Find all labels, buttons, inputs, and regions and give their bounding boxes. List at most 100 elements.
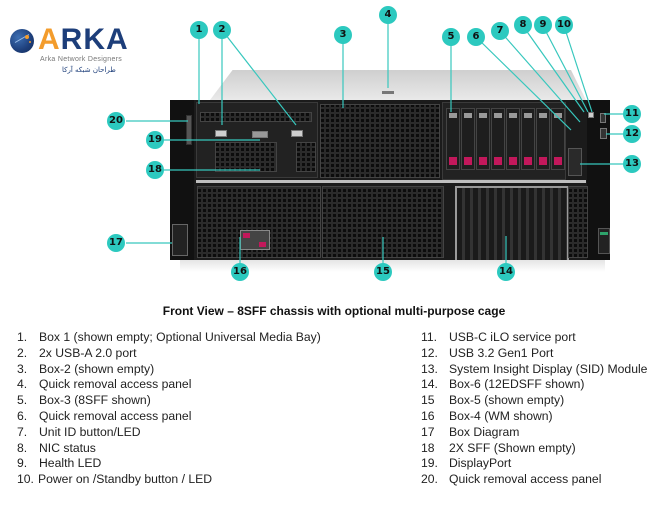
legend-item: 16 Box-4 (WM shown) [421,409,647,425]
legend-item: 1.Box 1 (shown empty; Optional Universal… [17,330,321,346]
box-1-vent [200,112,312,122]
callout-10: 10 [555,16,573,34]
legend-text: Unit ID button/LED [39,424,141,439]
legend-item: 15 Box-5 (shown empty) [421,393,647,409]
unit-id-button [588,112,594,118]
right-vent [568,186,588,258]
callout-9: 9 [534,16,552,34]
legend-number: 3. [17,361,28,376]
arka-logo: ARKA Arka Network Designers طراحان شبکه … [10,24,135,76]
usb-a-port [291,130,303,137]
legend-item: 20.Quick removal access panel [421,472,647,488]
sff-drive [506,108,520,170]
legend-list-right: 11. USB-C iLO service port 12. USB 3.2 Gen… [421,330,647,488]
legend-text: Box Diagram [449,424,520,439]
callout-20: 20 [107,112,125,130]
legend-number: 16 [421,408,435,423]
server-front-view: 1 2 3 4 5 6 7 8 9 10 11 12 13 14 15 16 1… [107,6,641,281]
callout-17: 17 [107,234,125,252]
legend-text: Box-3 (8SFF shown) [39,393,151,408]
callout-6: 6 [467,28,485,46]
legend-item: 6.Quick removal access panel [17,409,321,425]
legend-item: 18 2X SFF (Shown empty) [421,441,647,457]
legend-item: 13.System Insight Display (SID) Module [421,362,647,378]
side-vent [296,142,316,172]
legend-number: 17 [421,424,435,439]
leader-10 [563,25,593,113]
sff-bay-vent [215,142,277,172]
box-diagram-tag [172,224,188,256]
legend-text: Quick removal access panel [39,408,192,423]
legend-number: 18 [421,440,435,455]
sff-drive [536,108,550,170]
legend-text: System Insight Display (SID) Module [449,361,648,376]
sid-module [568,148,582,176]
sff-drive [491,108,505,170]
callout-4: 4 [379,6,397,24]
callout-5: 5 [442,28,460,46]
legend-number: 11. [421,330,438,344]
callout-1: 1 [190,21,208,39]
callout-13: 13 [623,155,641,173]
leader-2b [221,29,297,126]
globe-icon [10,29,34,53]
legend-text: Power on /Standby button / LED [37,472,213,487]
figure-caption: Front View – 8SFF chassis with optional … [162,304,506,318]
legend-item: 5.Box-3 (8SFF shown) [17,393,321,409]
leader-7 [499,30,581,123]
legend-text: 2X SFF (Shown empty) [449,440,576,455]
legend-item: 11. USB-C iLO service port [421,330,647,346]
quick-release-handle [186,115,192,145]
leader-8 [522,25,585,113]
legend-text: DisplayPort [449,456,512,471]
legend-item: 8.NIC status [17,441,321,457]
serial-label-tag [598,228,610,254]
legend-text: Box-6 (12EDSFF shown) [449,377,585,392]
legend-item: 17 Box Diagram [421,425,647,441]
legend-item: 14.Box-6 (12EDSFF shown) [421,377,647,393]
legend-item: 7. Unit ID button/LED [17,425,321,441]
callout-7: 7 [491,22,509,40]
logo-wordmark: ARKA [38,24,129,56]
callout-3: 3 [334,26,352,44]
legend-number: 8. [17,440,28,455]
legend-number: 12. [421,345,438,360]
legend-item: 10.Power on /Standby button / LED [17,472,321,488]
callout-19: 19 [146,131,164,149]
quick-removal-latch [382,91,394,94]
legend-item: 4. Quick removal access panel [17,377,321,393]
logo-letters-rka: RKA [60,23,129,56]
legend-text: Quick removal access panel [449,472,602,487]
legend-item: 12. USB 3.2 Gen1 Port [421,346,647,362]
legend-text: Box 1 (shown empty; Optional Universal M… [39,330,321,344]
callout-18: 18 [146,161,164,179]
callout-15: 15 [374,263,392,281]
callout-8: 8 [514,16,532,34]
sff-drive [446,108,460,170]
legend-text: Quick removal access panel [39,377,192,392]
box-2-vent [320,104,440,178]
logo-letter-a: A [38,23,61,56]
legend-text: Health LED [39,456,102,471]
usb-c-ilo-port [600,113,606,123]
leader-6 [475,36,572,131]
callout-16: 16 [231,263,249,281]
legend-text: Box-4 (WM shown) [449,408,553,423]
callout-2: 2 [213,21,231,39]
leader-9 [542,25,589,113]
callout-12: 12 [623,125,641,143]
legend-number: 9. [17,456,28,471]
legend-number: 4. [17,377,28,392]
legend-text: Box-5 (shown empty) [449,393,565,408]
legend-item: 3.Box-2 (shown empty) [17,362,321,378]
legend-number: 15 [421,393,435,408]
callout-11: 11 [623,105,641,123]
legend-text: USB 3.2 Gen1 Port [449,345,554,360]
callout-14: 14 [497,263,515,281]
legend-number: 7. [17,424,28,439]
sff-drive [551,108,565,170]
legend-number: 10. [17,472,34,487]
legend-item: 9. Health LED [17,456,321,472]
displayport [252,131,268,138]
legend-text: USB-C iLO service port [449,330,576,344]
